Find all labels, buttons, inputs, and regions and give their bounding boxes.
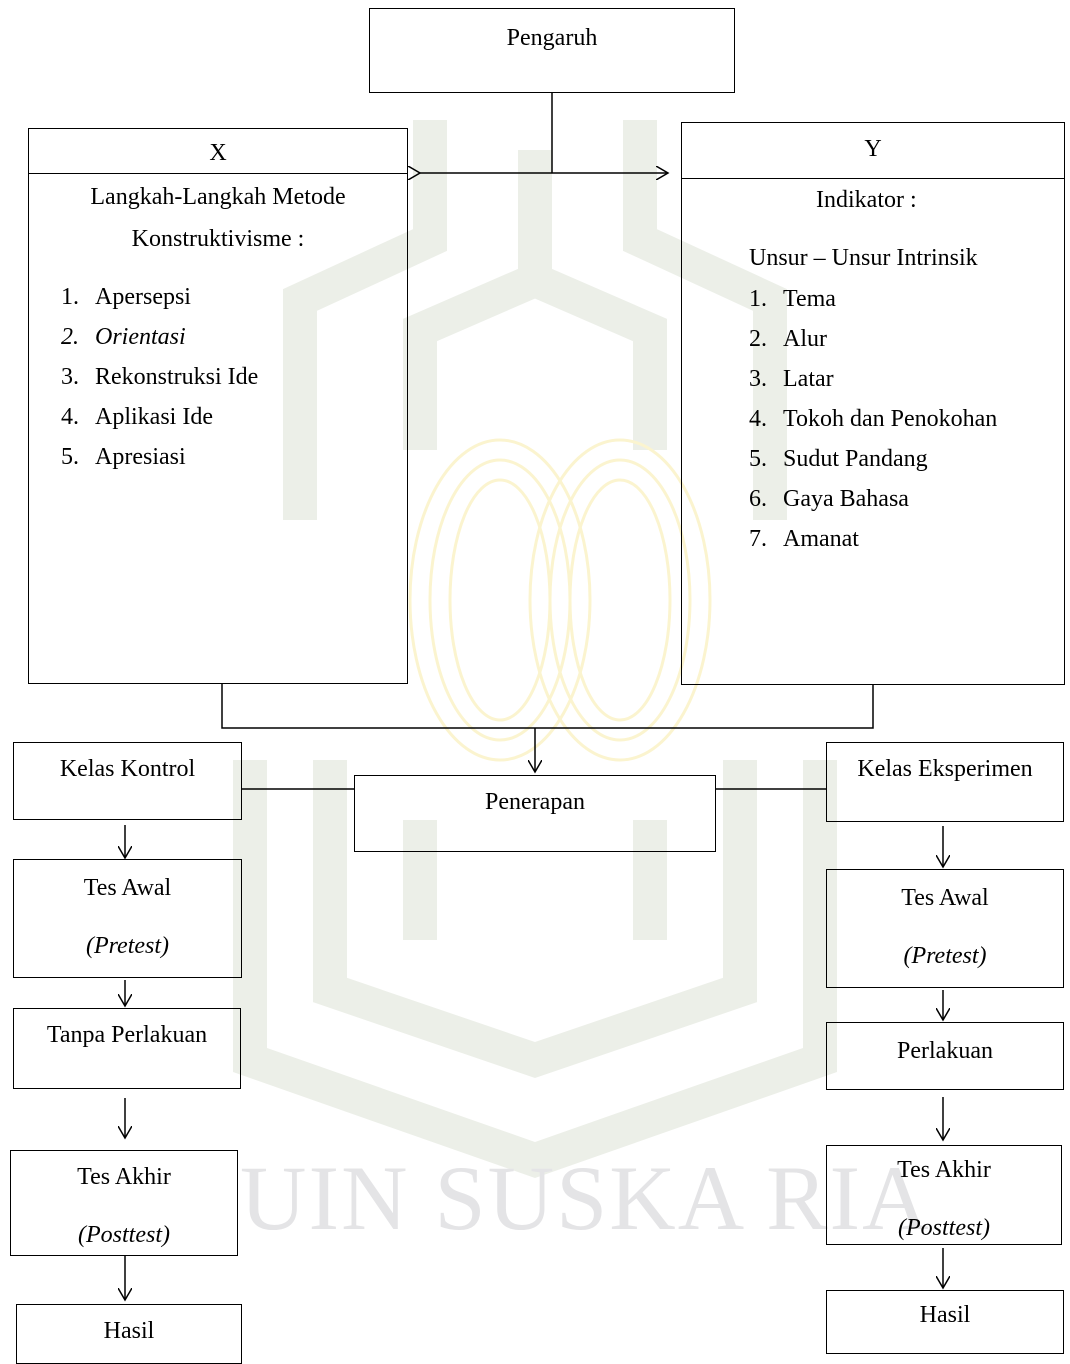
left-posttest-label: Tes Akhir — [77, 1164, 171, 1190]
left-posttest-sub: (Posttest) — [78, 1222, 170, 1248]
y-box-header: Y — [682, 123, 1064, 179]
right-posttest-label: Tes Akhir — [897, 1157, 991, 1183]
x-box: X Langkah-Langkah Metode Konstruktivisme… — [28, 128, 408, 684]
right-posttest-box: Tes Akhir (Posttest) — [826, 1145, 1062, 1245]
x-item: 4.Aplikasi Ide — [61, 404, 213, 430]
y-item: 6.Gaya Bahasa — [749, 486, 909, 512]
kelas-eksperimen-box: Kelas Eksperimen — [826, 742, 1064, 822]
right-pretest-box: Tes Awal (Pretest) — [826, 869, 1064, 988]
y-items-list: 1.Tema 2.Alur 3.Latar 4.Tokoh dan Penoko… — [749, 279, 997, 559]
kelas-eksperimen-label: Kelas Eksperimen — [857, 756, 1033, 782]
y-box: Y Indikator : Unsur – Unsur Intrinsik 1.… — [681, 122, 1065, 685]
left-hasil-label: Hasil — [103, 1318, 155, 1344]
watermark-flower — [408, 438, 712, 762]
right-hasil-box: Hasil — [826, 1290, 1064, 1354]
watermark-geometry — [233, 120, 837, 1179]
perlakuan-box: Perlakuan — [826, 1022, 1064, 1090]
y-item: 2.Alur — [749, 326, 827, 352]
watermark-text: UIN SUSKA RIA — [240, 1147, 931, 1249]
y-item: 4.Tokoh dan Penokohan — [749, 406, 998, 432]
right-hasil-label: Hasil — [919, 1302, 971, 1328]
y-heading: Indikator : — [816, 187, 917, 213]
x-box-header: X — [29, 129, 407, 174]
x-item: 3.Rekonstruksi Ide — [61, 364, 259, 390]
x-item: 2.Orientasi — [61, 324, 186, 350]
perlakuan-label: Perlakuan — [897, 1038, 993, 1064]
penerapan-box: Penerapan — [354, 775, 716, 852]
right-posttest-sub: (Posttest) — [898, 1215, 990, 1241]
x-title: X — [209, 140, 227, 166]
penerapan-label: Penerapan — [485, 789, 585, 815]
left-posttest-box: Tes Akhir (Posttest) — [10, 1150, 238, 1256]
y-item: 7.Amanat — [749, 526, 859, 552]
y-title: Y — [864, 136, 882, 162]
x-items-list: 1.Apersepsi 2.Orientasi 3.Rekonstruksi I… — [61, 277, 258, 477]
left-pretest-label: Tes Awal — [83, 875, 172, 901]
y-item: 5.Sudut Pandang — [749, 446, 928, 472]
left-pretest-sub: (Pretest) — [85, 933, 170, 959]
x-item: 1.Apersepsi — [61, 284, 191, 310]
left-hasil-box: Hasil — [16, 1304, 242, 1364]
y-item: 1.Tema — [749, 286, 836, 312]
x-heading-line1: Langkah-Langkah Metode — [90, 184, 346, 210]
right-pretest-label: Tes Awal — [901, 885, 989, 911]
tanpa-perlakuan-label: Tanpa Perlakuan — [46, 1022, 208, 1048]
kelas-kontrol-box: Kelas Kontrol — [13, 742, 242, 820]
pengaruh-box: Pengaruh — [369, 8, 735, 93]
xy-join-line — [221, 684, 874, 729]
x-heading-line2: Konstruktivisme : — [131, 226, 305, 252]
y-subheading: Unsur – Unsur Intrinsik — [749, 245, 978, 271]
right-pretest-sub: (Pretest) — [903, 943, 987, 969]
tanpa-perlakuan-box: Tanpa Perlakuan — [13, 1008, 241, 1089]
x-item: 5.Apresiasi — [61, 444, 186, 470]
left-pretest-box: Tes Awal (Pretest) — [13, 859, 242, 978]
y-item: 3.Latar — [749, 366, 834, 392]
pengaruh-label: Pengaruh — [506, 25, 598, 51]
kelas-kontrol-label: Kelas Kontrol — [59, 756, 196, 782]
